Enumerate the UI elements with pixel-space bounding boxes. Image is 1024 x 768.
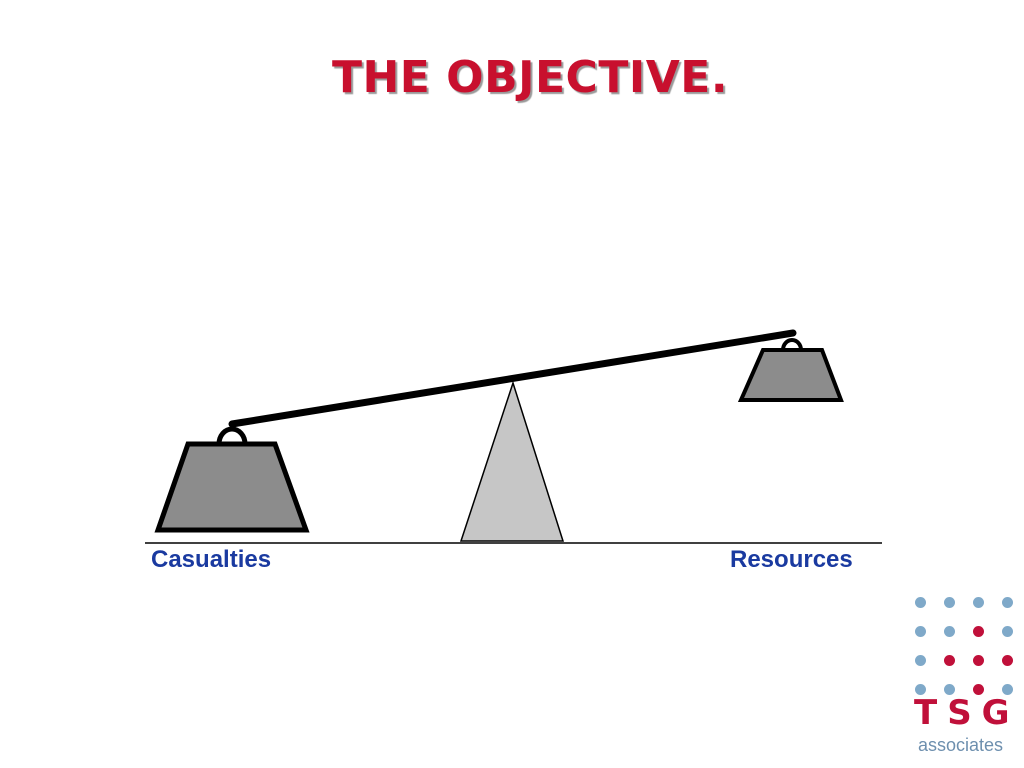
logo-dot — [915, 655, 926, 666]
resources-label: Resources — [730, 546, 853, 573]
tsg-associates-logo: TSG associates — [906, 590, 1024, 760]
logo-dot — [1002, 597, 1013, 608]
logo-dot — [915, 597, 926, 608]
right-weight — [737, 348, 844, 402]
fulcrum — [459, 380, 565, 542]
logo-dot — [973, 684, 984, 695]
logo-sub-text: associates — [918, 735, 1004, 755]
left-weight — [154, 441, 310, 533]
logo-brand-text: TSG — [914, 693, 1020, 733]
logo-dot — [944, 684, 955, 695]
logo-dot — [944, 626, 955, 637]
logo-dot — [973, 655, 984, 666]
logo-dot — [973, 626, 984, 637]
lever-beam — [228, 329, 797, 428]
logo-dot — [944, 655, 955, 666]
logo-dot — [915, 626, 926, 637]
logo-dot — [1002, 626, 1013, 637]
logo-dot — [915, 684, 926, 695]
logo-dot — [944, 597, 955, 608]
slide-title: THE OBJECTIVE. — [331, 52, 729, 103]
logo-dot — [973, 597, 984, 608]
left-weight-handle — [216, 426, 248, 445]
casualties-label: Casualties — [151, 546, 272, 573]
logo-dot — [1002, 684, 1013, 695]
right-weight-handle — [781, 338, 803, 351]
logo-dot — [1002, 655, 1013, 666]
